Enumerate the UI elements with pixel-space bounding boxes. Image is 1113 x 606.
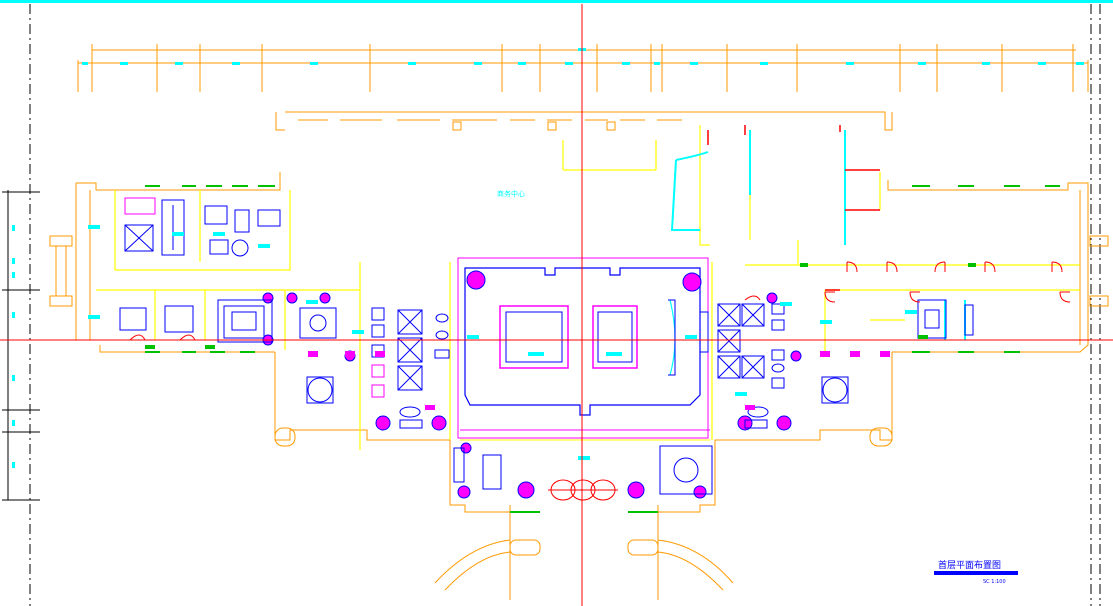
drawing-title: 首层平面布置图 xyxy=(938,559,1001,571)
lobby-plants xyxy=(262,270,802,499)
green-marks xyxy=(145,263,976,349)
axis-lines xyxy=(0,4,1113,606)
lounge-furniture-right xyxy=(699,303,785,429)
left-dimension-ticks xyxy=(2,190,40,501)
top-dimension-marks xyxy=(82,48,1084,65)
interior-red-lines xyxy=(707,125,880,291)
interior-partitions-yellow xyxy=(96,125,1080,450)
business-center-label: 商务中心 xyxy=(497,189,525,198)
interior-partitions-cyan xyxy=(670,130,966,340)
top-bar xyxy=(0,0,1113,3)
right-wing-furniture xyxy=(917,299,974,339)
left-cyan-marks xyxy=(12,225,15,468)
magenta-column-marks xyxy=(308,351,890,410)
drawing-scale: SC 1:100 xyxy=(983,579,1006,585)
window-marks xyxy=(145,185,1060,513)
room-tags xyxy=(88,225,917,460)
title-underline xyxy=(934,571,1018,575)
entry-revolving-doors xyxy=(548,479,618,501)
left-wing-furniture xyxy=(119,197,281,343)
dining-tables xyxy=(223,305,849,495)
lounge-furniture-left xyxy=(371,307,450,429)
door-swings xyxy=(129,261,1071,341)
frame-lines xyxy=(29,4,1101,606)
top-dimension-line xyxy=(77,44,1089,92)
central-lobby xyxy=(457,257,710,441)
